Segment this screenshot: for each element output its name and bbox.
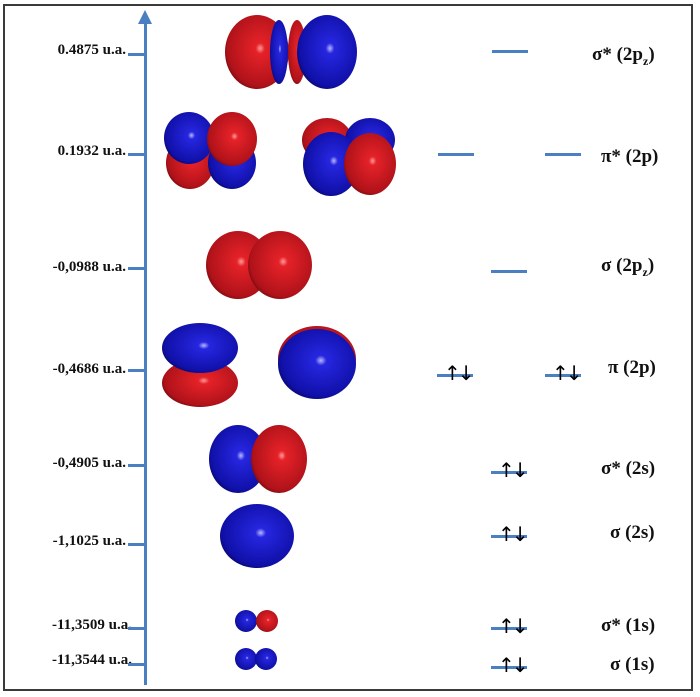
orbital-pi-star-2p-b — [302, 118, 396, 196]
level-line-sigma-star-1s — [491, 627, 527, 630]
energy-label-sigma-star-2pz: 0.4875 u.a. — [57, 42, 126, 58]
energy-label-sigma-2s: -1,1025 u.a. — [52, 533, 126, 549]
orbital-sigma-1s — [235, 648, 277, 670]
energy-label-pi-2p: -0,4686 u.a. — [52, 361, 126, 377]
mo-label-sigma-1s: σ (1s) — [610, 654, 655, 675]
tick-sigma-star-2pz — [128, 53, 145, 56]
orbital-sigma-star-2s — [209, 425, 307, 493]
energy-label-sigma-2pz: -0,0988 u.a. — [52, 259, 126, 275]
level-line-sigma-2pz — [491, 270, 527, 273]
energy-label-sigma-1s: -11,3544 u.a. — [51, 652, 132, 668]
electron-pair-pi-2p-a: ↑↓ — [444, 361, 474, 385]
energy-axis — [144, 20, 147, 685]
energy-label-sigma-star-1s: -11,3509 u.a. — [51, 617, 132, 633]
orbital-pi-star-2p-a — [164, 112, 257, 189]
mo-label-sigma-2pz: σ (2pz) — [601, 255, 655, 279]
orbital-sigma-star-1s — [235, 610, 278, 632]
tick-pi-star-2p — [128, 153, 145, 156]
orbital-sigma-star-2pz — [225, 15, 357, 89]
orbital-pi-2p-a — [162, 323, 238, 407]
mo-label-pi-star-2p: π* (2p) — [601, 146, 659, 167]
level-line-sigma-1s — [491, 666, 527, 669]
electron-pair-pi-2p-b: ↑↓ — [552, 361, 582, 385]
level-line-sigma-2s — [491, 535, 527, 538]
mo-label-sigma-star-2s: σ* (2s) — [601, 458, 656, 479]
level-line-sigma-star-2s — [491, 471, 527, 474]
tick-sigma-2pz — [128, 267, 145, 270]
level-line-pi-star-2p-a — [438, 153, 474, 156]
level-line-pi-star-2p-b — [545, 153, 581, 156]
axis-arrow-icon — [138, 10, 152, 24]
energy-label-pi-star-2p: 0.1932 u.a. — [57, 143, 126, 159]
mo-label-sigma-star-1s: σ* (1s) — [601, 615, 656, 636]
tick-sigma-1s — [128, 663, 145, 666]
electron-pair-sigma-2s: ↑↓ — [498, 522, 528, 546]
tick-sigma-star-2s — [128, 464, 145, 467]
tick-sigma-star-1s — [128, 627, 145, 630]
level-line-pi-2p-b — [545, 374, 581, 377]
orbital-sigma-2pz — [206, 231, 312, 299]
mo-label-sigma-star-2pz: σ* (2pz) — [592, 44, 655, 68]
tick-pi-2p — [128, 369, 145, 372]
orbital-pi-2p-b — [278, 326, 356, 399]
electron-pair-sigma-star-2s: ↑↓ — [498, 458, 528, 482]
level-line-sigma-star-2pz — [492, 50, 528, 53]
energy-label-sigma-star-2s: -0,4905 u.a. — [52, 455, 126, 471]
electron-pair-sigma-star-1s: ↑↓ — [498, 614, 528, 638]
electron-pair-sigma-1s: ↑↓ — [498, 653, 528, 677]
level-line-pi-2p-a — [437, 374, 473, 377]
mo-label-sigma-2s: σ (2s) — [610, 522, 655, 543]
mo-label-pi-2p: π (2p) — [608, 357, 656, 378]
tick-sigma-2s — [128, 543, 145, 546]
orbital-sigma-2s — [220, 504, 294, 568]
